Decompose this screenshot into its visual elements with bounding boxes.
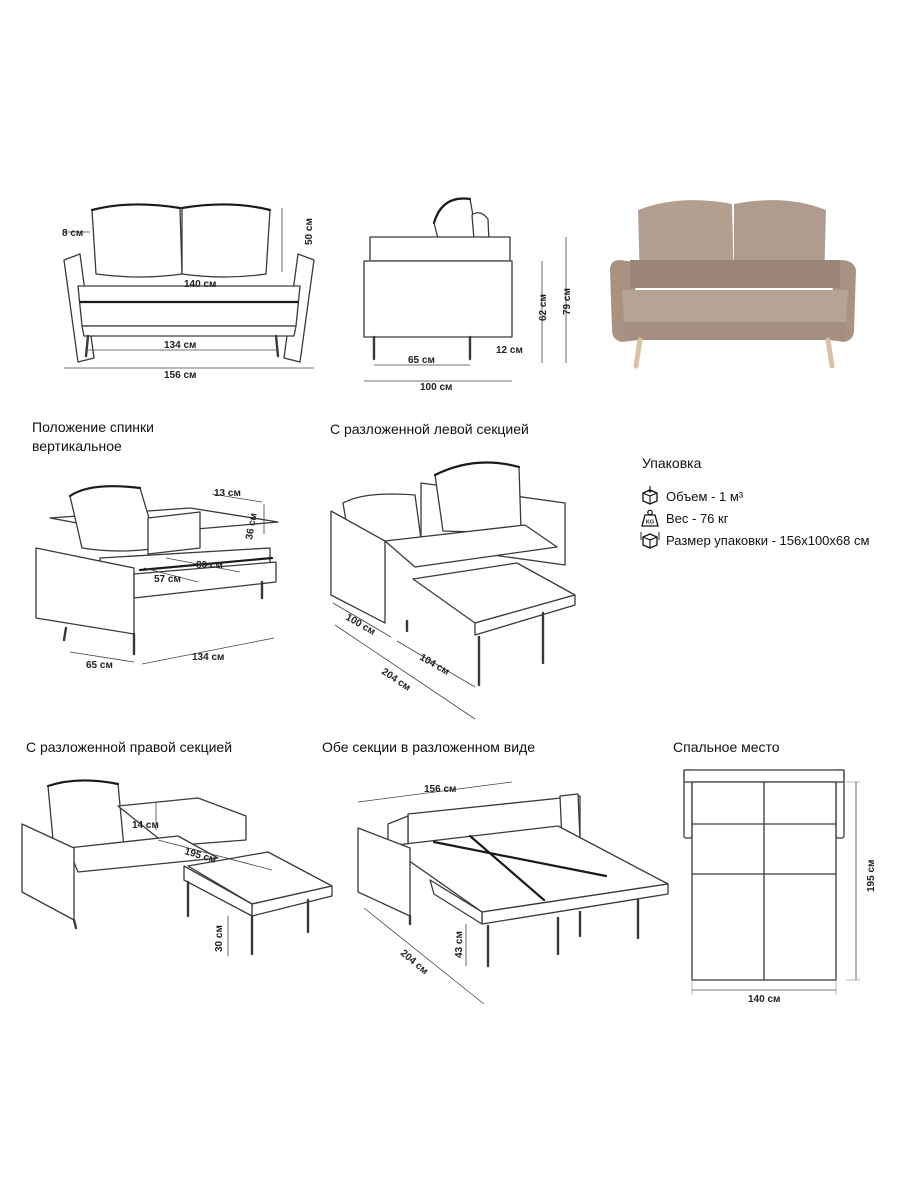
packaging-weight: Вес - 76 кг xyxy=(666,510,729,526)
packaging-volume-row: Объем - 1 м³ xyxy=(640,485,869,507)
front-back-cushion-left xyxy=(91,203,183,278)
upright-pillow xyxy=(69,485,159,552)
dim-upright-65: 65 см xyxy=(86,660,113,671)
title-back-upright: Положение спинки вертикальное xyxy=(32,419,154,454)
front-back-cushion-right xyxy=(181,203,271,278)
title-right-unfolded: С разложенной правой секцией xyxy=(26,739,233,755)
dim-bed-140: 140 см xyxy=(748,994,780,1005)
dim-seat-140: 140 см xyxy=(184,279,216,290)
dim-depth-100: 100 см xyxy=(420,382,452,393)
left-arm xyxy=(330,510,386,624)
dim-both-204: 204 см xyxy=(398,948,430,977)
dim-upright-80: 80 см xyxy=(196,560,223,571)
dim-both-43: 43 см xyxy=(454,931,465,958)
dim-both-156: 156 см xyxy=(424,784,456,795)
packaging-weight-row: KG Вес - 76 кг xyxy=(640,507,869,529)
dim-depth-65: 65 см xyxy=(408,355,435,366)
packaging-size-row: Размер упаковки - 156х100х68 см xyxy=(640,529,869,551)
packaging-size: Размер упаковки - 156х100х68 см xyxy=(666,532,870,548)
dim-right-30: 30 см xyxy=(214,925,225,952)
bed-back-rest xyxy=(683,769,845,783)
dim-leg-12: 12 см xyxy=(496,345,523,356)
left-back-pillow xyxy=(434,461,522,533)
dim-upright-13: 13 см xyxy=(214,488,241,499)
dim-upright-57: 57 см xyxy=(154,574,181,585)
packaging-volume: Объем - 1 м³ xyxy=(666,488,744,504)
side-body xyxy=(369,236,511,262)
sofa-photo xyxy=(610,200,856,369)
front-seat xyxy=(77,285,301,327)
front-view-drawing: 8 см 50 см 140 см 134 см 156 см xyxy=(62,203,315,381)
title-sleeping-area: Спальное место xyxy=(673,739,780,755)
left-unfolded-drawing: 100 см 104 см 204 см xyxy=(330,461,576,720)
both-unfolded-drawing: 156 см 43 см 204 см xyxy=(357,781,669,1005)
dim-inner-134: 134 см xyxy=(164,340,196,351)
sleeping-area-plan: 140 см 195 см xyxy=(683,769,877,1005)
photo-upholstery xyxy=(610,200,856,342)
box-volume-icon xyxy=(642,486,658,505)
dim-back-50: 50 см xyxy=(304,218,315,245)
dim-right-14: 14 см xyxy=(132,820,159,831)
left-bed-section xyxy=(412,562,576,624)
dim-seat-62: 62 см xyxy=(538,294,549,321)
box-3d-icon xyxy=(640,532,660,549)
dim-arm-8: 8 см xyxy=(62,228,83,239)
packaging-title: Упаковка xyxy=(642,455,702,471)
right-unfolded-drawing: 14 см 195 см 30 см xyxy=(21,779,333,956)
dim-total-79: 79 см xyxy=(562,288,573,315)
title-left-unfolded: С разложенной левой секцией xyxy=(330,421,529,437)
dim-upright-134: 134 см xyxy=(192,652,224,663)
svg-text:KG: KG xyxy=(646,520,654,526)
dim-left-204: 204 см xyxy=(379,666,412,693)
dim-bed-195: 195 см xyxy=(866,860,877,892)
dim-total-156: 156 см xyxy=(164,370,196,381)
dim-upright-36: 36 см xyxy=(244,512,259,540)
dim-left-104: 104 см xyxy=(418,652,452,678)
weight-kg-icon: KG xyxy=(641,509,659,527)
side-view-drawing: 62 см 79 см 12 см 65 см 100 см xyxy=(363,197,573,393)
upright-drawing: 13 см 36 см 80 см 57 см 65 см 134 см xyxy=(35,485,279,671)
title-both-unfolded: Обе секции в разложенном виде xyxy=(322,739,535,755)
packaging-info: Упаковка Объем - 1 м³ KG Вес - 76 кг Раз… xyxy=(640,455,869,551)
